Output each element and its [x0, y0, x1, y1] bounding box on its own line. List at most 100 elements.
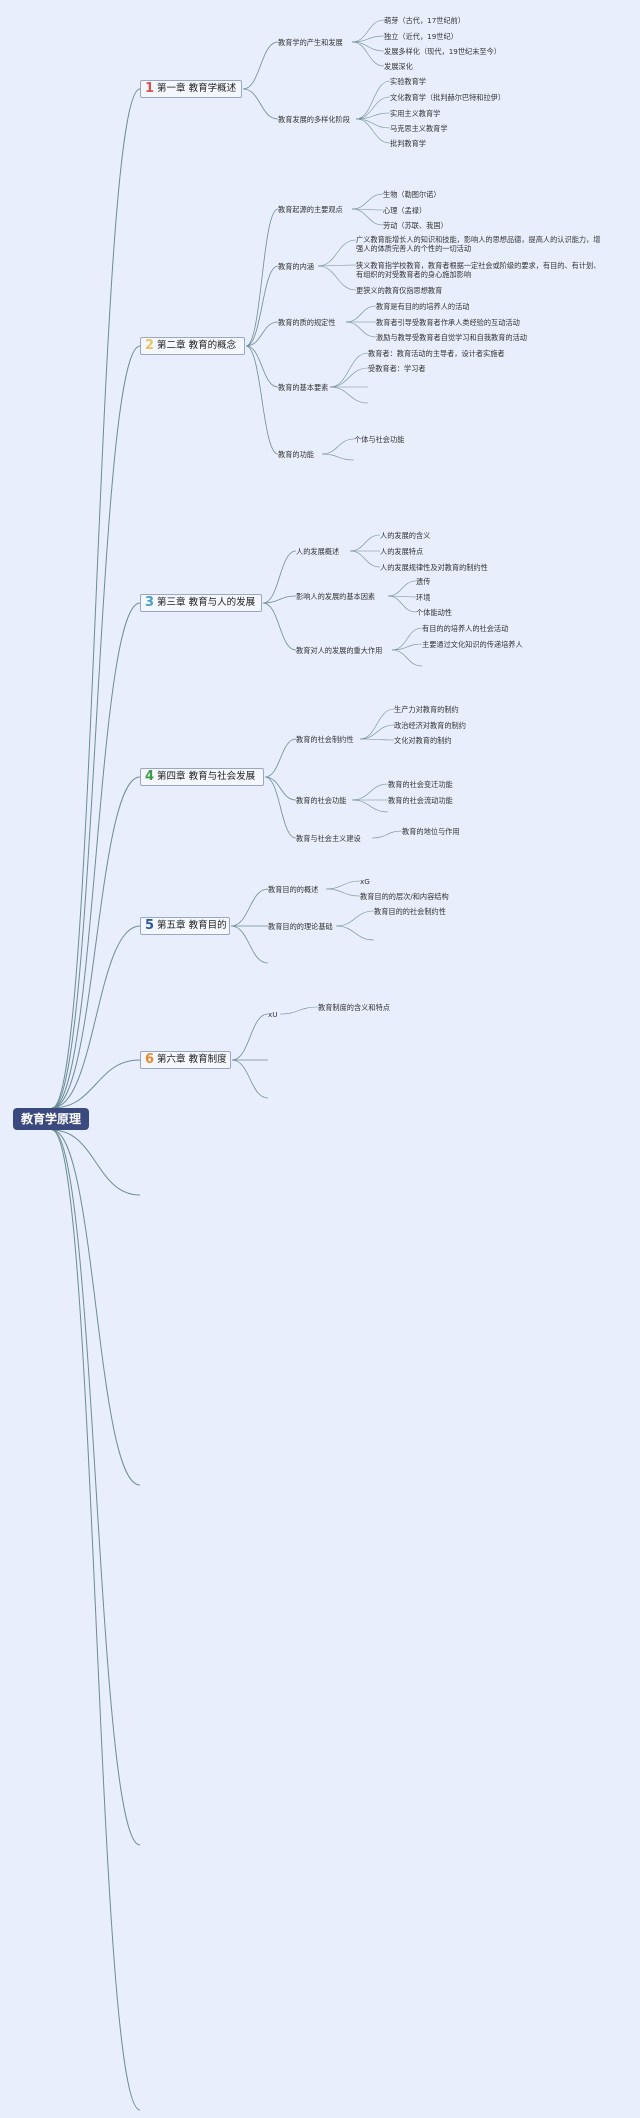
topic-node[interactable]: 教育的社会功能	[296, 796, 347, 805]
subtopic-node[interactable]: 发展多样化（现代，19世纪末至今）	[384, 47, 501, 56]
connector-line	[262, 550, 297, 604]
connector-line	[351, 35, 385, 43]
connector-line	[317, 264, 357, 267]
root-topic[interactable]: 教育学原理	[13, 1108, 89, 1130]
subtopic-node[interactable]: 主要通过文化知识的传递培养人	[422, 640, 523, 649]
connector-line	[245, 345, 279, 455]
subtopic-node[interactable]: 实验教育学	[390, 77, 426, 86]
topic-node[interactable]: 教育的内涵	[278, 262, 314, 271]
subtopic-node[interactable]: 劳动（苏联、我国）	[383, 221, 448, 230]
connector-line	[231, 1013, 269, 1061]
connector-line	[329, 352, 369, 388]
subtopic-node[interactable]: 遗传	[416, 577, 431, 586]
subtopic-node[interactable]: 文化对教育的制约	[394, 736, 452, 745]
subtopic-node[interactable]: 实用主义教育学	[390, 109, 441, 118]
subtopic-node[interactable]: 政治经济对教育的制约	[394, 721, 466, 730]
topic-node[interactable]: xU	[268, 1010, 278, 1019]
subtopic-node[interactable]: 萌芽（古代，17世纪前）	[384, 16, 466, 25]
connector-line	[351, 799, 389, 813]
topic-node[interactable]: 教育目的的概述	[268, 885, 319, 894]
subtopic-node[interactable]: 教育目的的层次/和内容结构	[360, 892, 449, 901]
subtopic-node[interactable]: 教育者：教育活动的主导者，设计者实施者	[368, 349, 505, 358]
subtopic-node[interactable]: 批判教育学	[390, 139, 426, 148]
connector-line	[242, 88, 279, 120]
connector-line	[387, 595, 417, 613]
topic-node[interactable]: 教育学的产生和发展	[278, 38, 343, 47]
connector-line	[245, 321, 279, 347]
topic-node[interactable]: 人的发展概述	[296, 547, 340, 556]
subtopic-node[interactable]: 教育者引导受教育者作承人类经验的互动活动	[376, 318, 520, 327]
subtopic-node[interactable]: 个体能动性	[416, 608, 452, 617]
subtopic-node[interactable]: 激励与教导受教育者自觉学习和自我教育的活动	[376, 333, 527, 342]
connector-line	[335, 910, 375, 927]
subtopic-node[interactable]: 教育的社会变迁功能	[388, 780, 453, 789]
connector-line	[230, 888, 269, 927]
connector-line	[242, 41, 279, 90]
connector-line	[329, 367, 369, 388]
subtopic-node[interactable]: 个体与社会功能	[354, 435, 405, 444]
subtopic-node[interactable]: 马克思主义教育学	[390, 124, 448, 133]
chapter-title: 第二章 教育的概念	[157, 340, 237, 351]
subtopic-node[interactable]: 受教育者：学习者	[368, 364, 426, 373]
subtopic-node[interactable]: 广义教育能增长人的知识和技能，影响人的思想品德，提高人的认识能力，增强人的体质完…	[356, 235, 601, 253]
connector-line	[51, 345, 141, 1109]
subtopic-node[interactable]: 教育的社会流动功能	[388, 796, 453, 805]
subtopic-node[interactable]: 文化教育学（批判赫尔巴特和拉伊）	[390, 93, 506, 102]
connector-line	[51, 1129, 141, 1196]
connector-line	[345, 305, 377, 323]
topic-node[interactable]: 教育发展的多样化阶段	[278, 115, 350, 124]
subtopic-node[interactable]: 教育制度的含义和特点	[318, 1003, 390, 1012]
connector-line	[351, 41, 385, 52]
connector-line	[262, 602, 297, 651]
connector-line	[264, 776, 297, 839]
subtopic-node[interactable]: 有目的的培养人的社会活动	[422, 624, 509, 633]
chapter-number: 1	[145, 81, 155, 96]
subtopic-node[interactable]: 狭义教育指学校教育，教育者根据一定社会或阶级的要求，有目的、有计划、有组织的对受…	[356, 261, 601, 279]
subtopic-node[interactable]: 人的发展规律性及对教育的制约性	[380, 563, 488, 572]
subtopic-node[interactable]: 心理（孟禄）	[383, 206, 427, 215]
connector-line	[51, 1129, 141, 2111]
subtopic-node[interactable]: 环境	[416, 593, 431, 602]
topic-node[interactable]: 教育起源的主要观点	[278, 205, 343, 214]
subtopic-node[interactable]: xG	[360, 877, 370, 886]
connector-line	[359, 738, 395, 741]
connector-line	[351, 783, 389, 801]
connector-line	[279, 1006, 319, 1015]
connector-line	[371, 830, 403, 839]
subtopic-node[interactable]: 人的发展的含义	[380, 531, 431, 540]
subtopic-node[interactable]: 独立（近代，19世纪）	[384, 32, 458, 41]
connector-line	[335, 925, 375, 941]
topic-node[interactable]: 教育的质的规定性	[278, 318, 336, 327]
topic-node[interactable]: 教育与社会主义建设	[296, 834, 361, 843]
chapter-number: 4	[145, 769, 155, 784]
topic-node[interactable]: 教育的基本要素	[278, 383, 329, 392]
subtopic-node[interactable]: 生物（勒图尔诺）	[383, 190, 441, 199]
topic-node[interactable]: 教育的功能	[278, 450, 314, 459]
topic-node[interactable]: 教育目的的理论基础	[268, 922, 333, 931]
connector-line	[321, 438, 355, 455]
subtopic-node[interactable]: 更狭义的教育仅指思想教育	[356, 286, 443, 295]
subtopic-node[interactable]: 教育目的的社会制约性	[374, 907, 446, 916]
subtopic-node[interactable]: 教育是有目的的培养人的活动	[376, 302, 470, 311]
connector-line	[355, 96, 391, 120]
connector-line	[264, 776, 297, 801]
connector-line	[51, 776, 141, 1109]
subtopic-node[interactable]: 生产力对教育的制约	[394, 705, 459, 714]
topic-node[interactable]: 教育对人的发展的重大作用	[296, 646, 383, 655]
topic-node[interactable]: 影响人的发展的基本因素	[296, 592, 376, 601]
connector-line	[355, 80, 391, 120]
chapter-title: 第六章 教育制度	[157, 1054, 227, 1065]
connector-line	[391, 649, 423, 667]
topic-node[interactable]: 教育的社会制约性	[296, 735, 354, 744]
subtopic-node[interactable]: 教育的地位与作用	[402, 827, 460, 836]
connector-line	[345, 321, 377, 338]
subtopic-node[interactable]: 发展深化	[384, 62, 413, 71]
subtopic-node[interactable]: 人的发展特点	[380, 547, 424, 556]
